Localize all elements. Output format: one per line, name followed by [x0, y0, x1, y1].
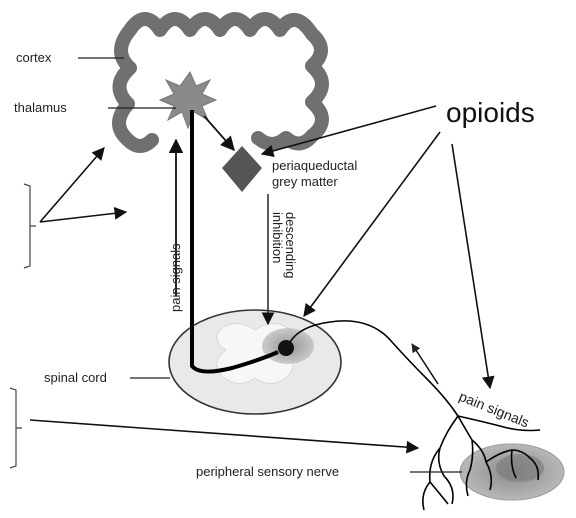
bracket-arrow-to-cortex	[40, 148, 104, 222]
peripheral-nerve-label: peripheral sensory nerve	[196, 464, 339, 479]
thalamus-to-pag-arrow	[204, 116, 234, 150]
thalamus-label: thalamus	[14, 100, 67, 115]
bracket-arrow-to-nerve	[30, 420, 418, 448]
bracket-arrow-to-pathway	[40, 212, 126, 222]
synapse-dot	[278, 340, 294, 356]
cortex-label: cortex	[16, 50, 52, 65]
left-bracket-upper	[24, 184, 36, 268]
opioid-arrow-to-pag	[262, 106, 436, 154]
opioid-arrow-to-periphery	[452, 144, 490, 388]
opioids-label: opioids	[446, 97, 535, 128]
pain-signals-vertical-label: pain signals	[168, 243, 183, 312]
spinal-cord-label: spinal cord	[44, 370, 107, 385]
pag-label-line1: periaqueductal	[272, 158, 357, 173]
periaqueductal-grey-diamond	[222, 146, 262, 192]
pag-label-line2: grey matter	[272, 174, 338, 189]
descending-label-line2: inhibition	[270, 212, 285, 263]
left-bracket-lower	[10, 388, 22, 468]
cortex-shape	[119, 19, 322, 146]
